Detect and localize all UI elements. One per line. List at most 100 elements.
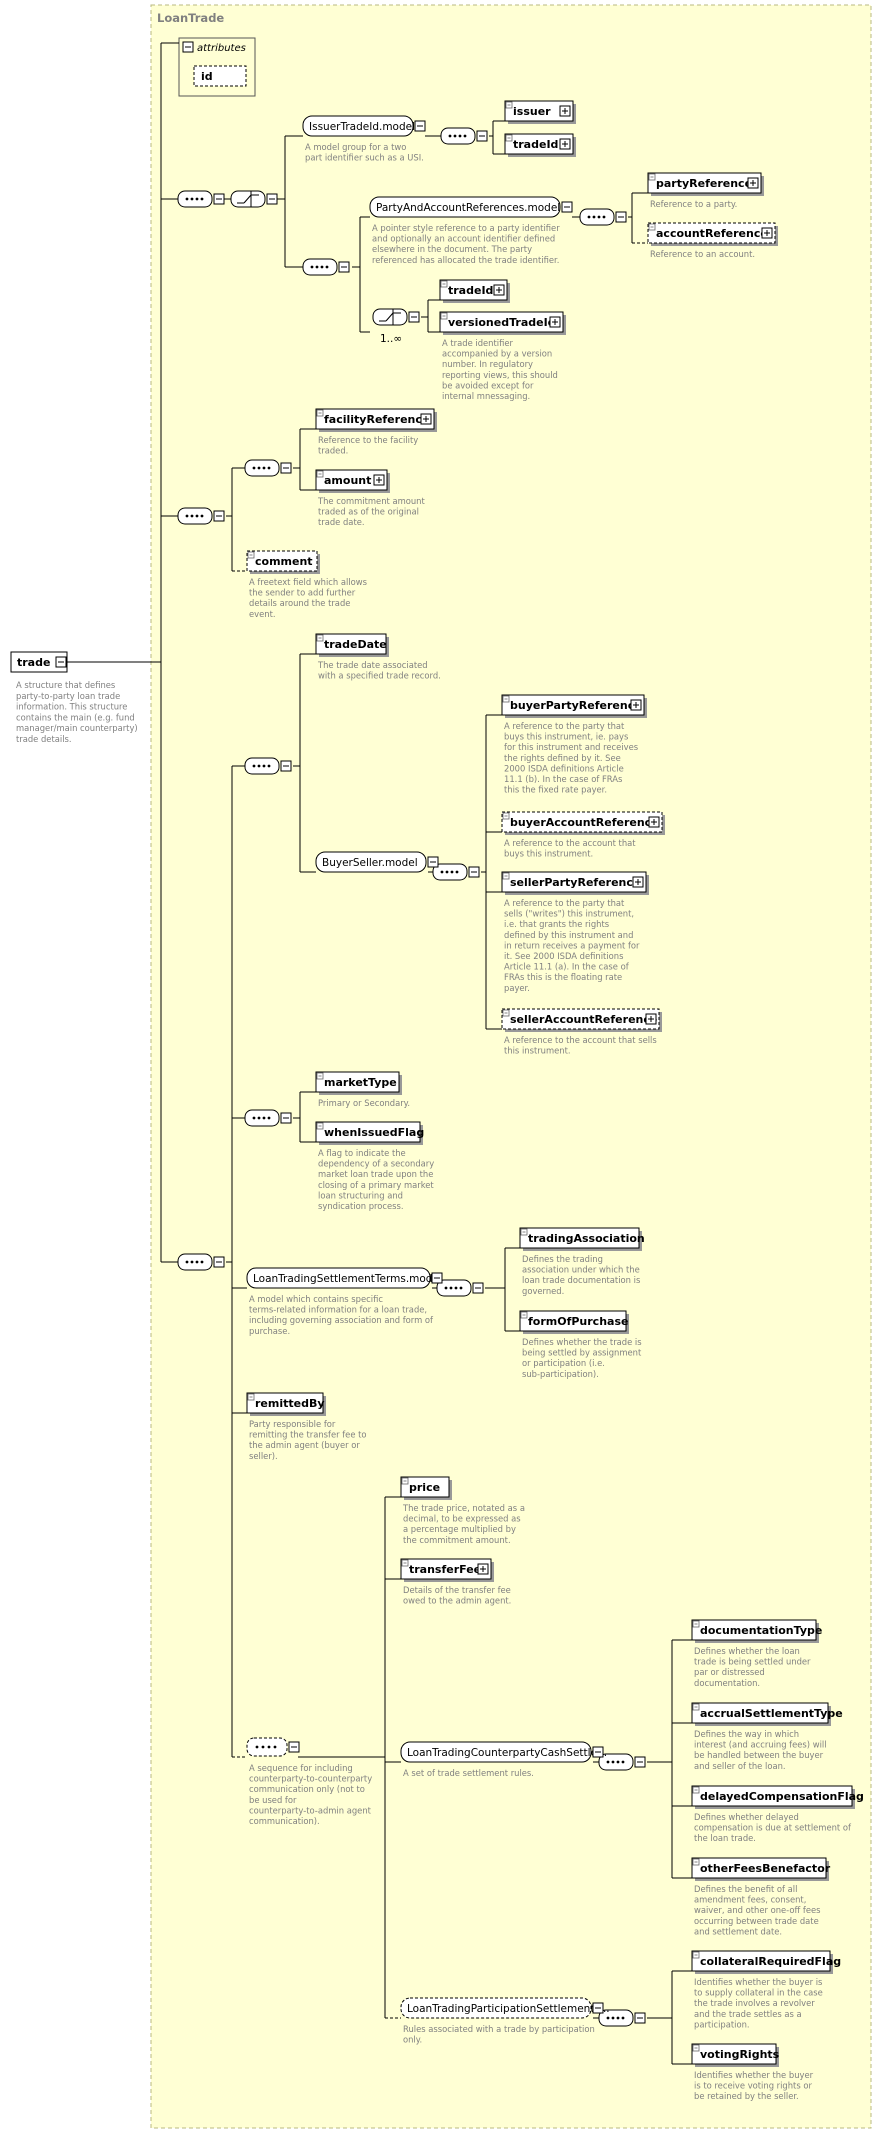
sequence-compositor [432,863,480,881]
element-box [501,1008,660,1030]
sequence-compositor [244,1109,292,1127]
node-party-and-account-references-model-3[interactable]: PartyAndAccountReferences.model A pointer… [369,196,573,265]
element-label: marketType [324,1076,397,1089]
attribute-id[interactable] [193,65,247,87]
group-box [400,1741,592,1763]
node-loan-trading-settlement-terms-model-19[interactable]: LoanTradingSettlementTerms.model A model … [246,1267,443,1336]
group-label: LoanTradingSettlementTerms.model [253,1273,442,1285]
element-label: whenIssuedFlag [324,1126,424,1139]
group-label: PartyAndAccountReferences.model [376,202,560,214]
element-label: versionedTradeId [448,316,556,329]
node-loan-trading-counterparty-cash-settle-26[interactable]: LoanTradingCounterpartyCashSettle...A se… [400,1741,607,1778]
group-label: LoanTradingParticipationSettlementT... [407,2003,610,2015]
element-label: partyReference [656,177,752,190]
element-box [501,871,647,893]
element-label: otherFeesBenefactor [700,1862,831,1875]
root-element-trade[interactable]: trade [10,651,68,673]
element-label: formOfPurchase [528,1315,628,1328]
node-issuer-1[interactable]: issuer [504,100,576,124]
element-label: issuer [513,105,551,118]
sequence-compositor [302,258,350,276]
attributes-header: attributes [197,43,246,54]
node-trade-id-6[interactable]: tradeId [439,279,510,303]
node-trade-id-2[interactable]: tradeId [504,133,576,157]
node-description: Reference to an account. [650,249,755,259]
element-box [691,1785,853,1807]
element-box [501,694,645,716]
element-box [246,550,318,572]
element-box [315,1121,421,1143]
node-seller-party-reference-15[interactable]: sellerPartyReference A reference to the p… [501,871,649,993]
group-box [246,1267,431,1289]
element-label: amount [324,474,371,487]
element-label: delayedCompensationFlag [700,1790,864,1803]
node-buyer-seller-model-12[interactable]: BuyerSeller.model [315,851,439,873]
sequence-compositor [579,208,627,226]
element-box [504,133,574,155]
element-box [647,222,776,244]
element-label: documentationType [700,1624,822,1637]
element-label: sellerPartyReference [510,876,640,889]
node-description: A pointer style reference to a party ide… [372,223,560,265]
element-label: accrualSettlementType [700,1707,843,1720]
sequence-compositor [177,1253,225,1271]
group-label: LoanTradingCounterpartyCashSettle... [407,1747,607,1759]
root-label: trade [17,656,50,669]
sequence-compositor [598,1753,646,1771]
element-box [519,1310,627,1332]
element-box [691,1950,831,1972]
node-description: Primary or Secondary. [318,1098,410,1108]
element-box [400,1476,450,1498]
node-loan-trading-participation-settlement-t-31[interactable]: LoanTradingParticipationSettlementT...Ru… [400,1997,610,2045]
sequence-compositor [177,507,225,525]
element-box [691,1702,829,1724]
element-box [315,408,435,430]
element-box [439,279,508,301]
element-label: tradeId [448,284,493,297]
sequence-compositor [436,1279,484,1297]
element-box [691,2043,777,2065]
sequence-compositor [440,127,488,145]
attribute-id-label: id [201,70,213,83]
